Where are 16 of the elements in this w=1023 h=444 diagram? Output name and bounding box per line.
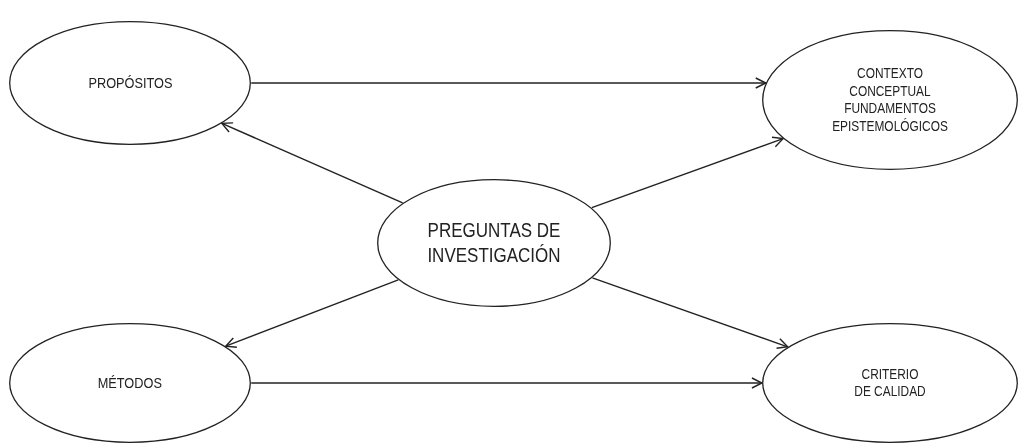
ellipse-node: [762, 323, 1018, 443]
node-label: MÉTODOS: [97, 373, 163, 393]
arrow: [591, 277, 789, 349]
arrow: [221, 122, 404, 204]
node-label: CONTEXTO CONCEPTUAL FUNDAMENTOS EPISTEMOLÓGICOS: [831, 65, 949, 135]
node-label: CRITERIO DE CALIDAD: [853, 365, 927, 401]
arrow: [250, 77, 767, 89]
arrow: [225, 279, 399, 348]
arrow: [250, 377, 763, 389]
node-label: PROPÓSITOS: [87, 73, 173, 93]
ellipse-node: [762, 30, 1018, 170]
ellipse-node: [9, 21, 251, 145]
node-label: PREGUNTAS DE INVESTIGACIÓN: [426, 218, 562, 268]
ellipse-node: [377, 179, 611, 307]
ellipse-node: [9, 323, 251, 443]
arrow: [591, 136, 784, 209]
